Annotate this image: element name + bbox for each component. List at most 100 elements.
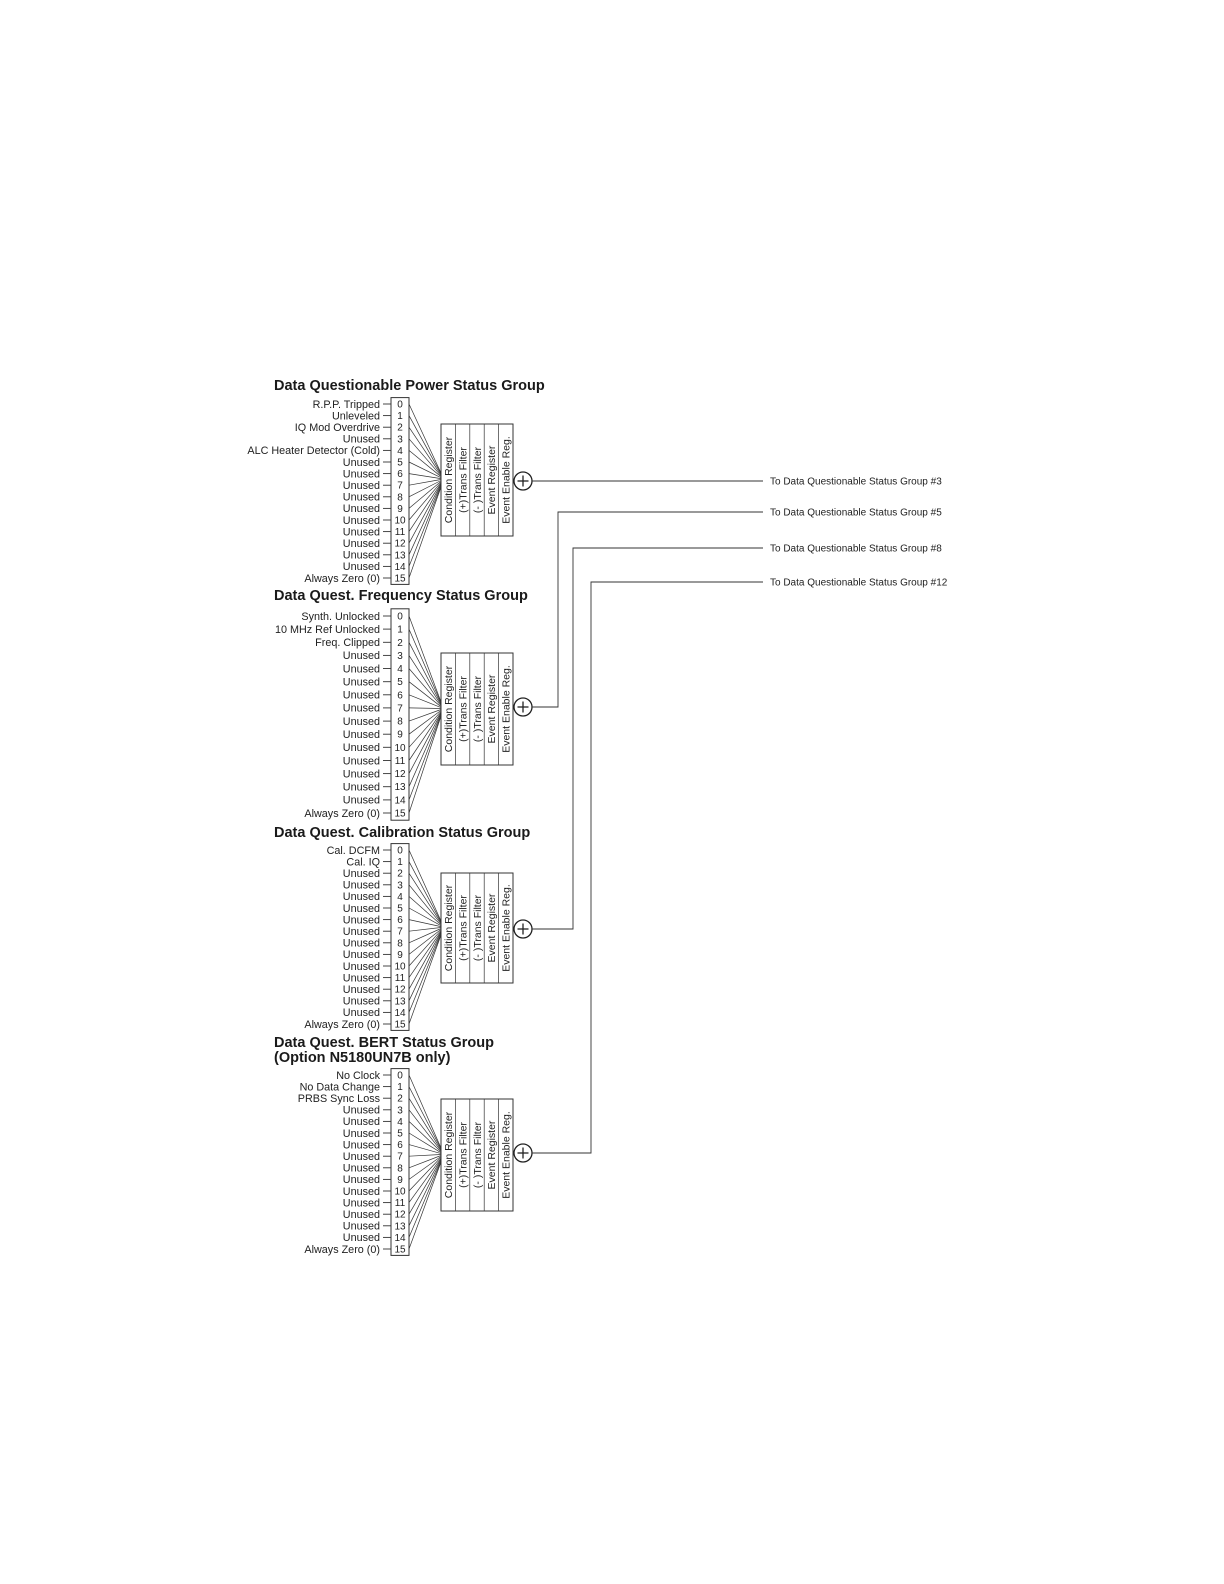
bit-connector [408,714,442,801]
bit-number: 4 [397,1117,403,1128]
bit-label: Always Zero (0) [304,1019,380,1031]
bit-connector [408,642,442,705]
register-column-label: Condition Register [443,884,455,971]
bit-number: 2 [397,423,403,434]
bit-connector [408,681,442,707]
bit-connector [408,473,442,479]
bit-label: Unused [343,1007,380,1019]
bit-number: 7 [397,703,403,714]
bit-number: 13 [394,550,406,561]
bit-connector [408,668,442,706]
register-column-label: (+)Trans Filter [457,1122,469,1188]
bit-connector [408,873,442,924]
bit-connector [408,934,442,1025]
register-column-label: Condition Register [443,665,455,752]
group-title: Data Quest. Frequency Status Group [274,588,528,604]
bit-number: 15 [394,809,406,820]
register-column-label: Event Enable Reg. [501,1111,513,1199]
bit-label: Unused [343,1174,380,1186]
bit-label: No Clock [336,1070,380,1082]
register-column-label: (- )Trans Filter [472,1121,484,1188]
bit-label: Unused [343,1105,380,1117]
bit-number: 10 [394,962,406,973]
bit-connector [408,1074,442,1149]
bit-label: Unused [343,650,380,662]
status-group-3: Data Quest. BERT Status Group(Option N51… [274,578,948,1256]
bit-label: Unused [343,538,380,550]
bit-label: Unused [343,561,380,573]
bit-label: Unused [343,782,380,794]
bit-label: Unused [343,880,380,892]
bit-number: 4 [397,446,403,457]
bit-connector [408,932,442,1001]
destination-label: To Data Questionable Status Group #5 [770,508,942,519]
bit-number: 8 [397,938,403,949]
bit-connector [408,1132,442,1153]
bit-label: ALC Heater Detector (Cold) [247,445,380,457]
bit-number: 12 [394,985,406,996]
bit-number: 8 [397,492,403,503]
register-column-label: Event Register [486,1120,498,1189]
bit-number: 9 [397,950,403,961]
bit-label: R.P.P. Tripped [313,399,380,411]
bit-connector [408,1160,442,1238]
register-block [440,872,514,984]
bit-number: 11 [395,1198,406,1209]
bit-connector [408,933,442,1013]
bit-label: Unused [343,742,380,754]
bit-number: 12 [394,1210,406,1221]
bit-number: 1 [397,857,403,868]
bit-label: IQ Mod Overdrive [295,422,380,434]
bit-label: Synth. Unlocked [301,611,380,623]
bit-connector [408,1158,442,1203]
bit-label: Unused [343,457,380,469]
bit-number: 3 [397,434,403,445]
bit-number: 14 [394,795,406,806]
bit-label: Unused [343,926,380,938]
bit-number: 10 [394,1187,406,1198]
bit-label: No Data Change [300,1081,380,1093]
bit-label: Unused [343,996,380,1008]
bit-number-box [390,1068,410,1256]
register-column-label: Event Enable Reg. [501,884,513,972]
bit-label: Unused [343,1197,380,1209]
bit-number: 8 [397,717,403,728]
bit-label: Unused [343,677,380,689]
register-column-label: Event Register [486,893,498,962]
register-column-label: Event Register [486,445,498,514]
bit-connector [408,1154,442,1157]
bit-label: Unused [343,434,380,446]
bit-number: 6 [397,915,403,926]
bit-label: Unused [343,1128,380,1140]
bit-number: 5 [397,458,403,469]
register-block [440,1098,514,1212]
bit-connector [408,1161,442,1250]
bit-label: Unused [343,716,380,728]
output-line [532,581,763,1154]
bit-connector [408,427,442,476]
bit-label: Unused [343,868,380,880]
bit-number: 0 [397,612,403,623]
bit-connector [408,707,442,709]
bit-label: Unused [343,1232,380,1244]
bit-connector [408,1098,442,1151]
status-group-0: Data Questionable Power Status GroupR.P.… [247,378,942,585]
bit-label: Cal. IQ [346,856,380,868]
bit-label: Freq. Clipped [315,637,380,649]
register-column-label: (+)Trans Filter [457,447,469,513]
bit-connector [408,415,442,475]
bit-number: 13 [394,1221,406,1232]
bit-connector [408,907,442,927]
bit-connector [408,1157,442,1192]
bit-connector [408,481,442,509]
bit-label: Unused [343,984,380,996]
bit-connector [408,482,442,521]
bit-label: Cal. DCFM [327,845,380,857]
bit-connector [408,694,442,708]
bit-number: 7 [397,1152,403,1163]
bit-label: Unused [343,903,380,915]
bit-number: 6 [397,1140,403,1151]
bit-number: 7 [397,927,403,938]
bit-connector [408,485,442,567]
bit-number: 8 [397,1163,403,1174]
